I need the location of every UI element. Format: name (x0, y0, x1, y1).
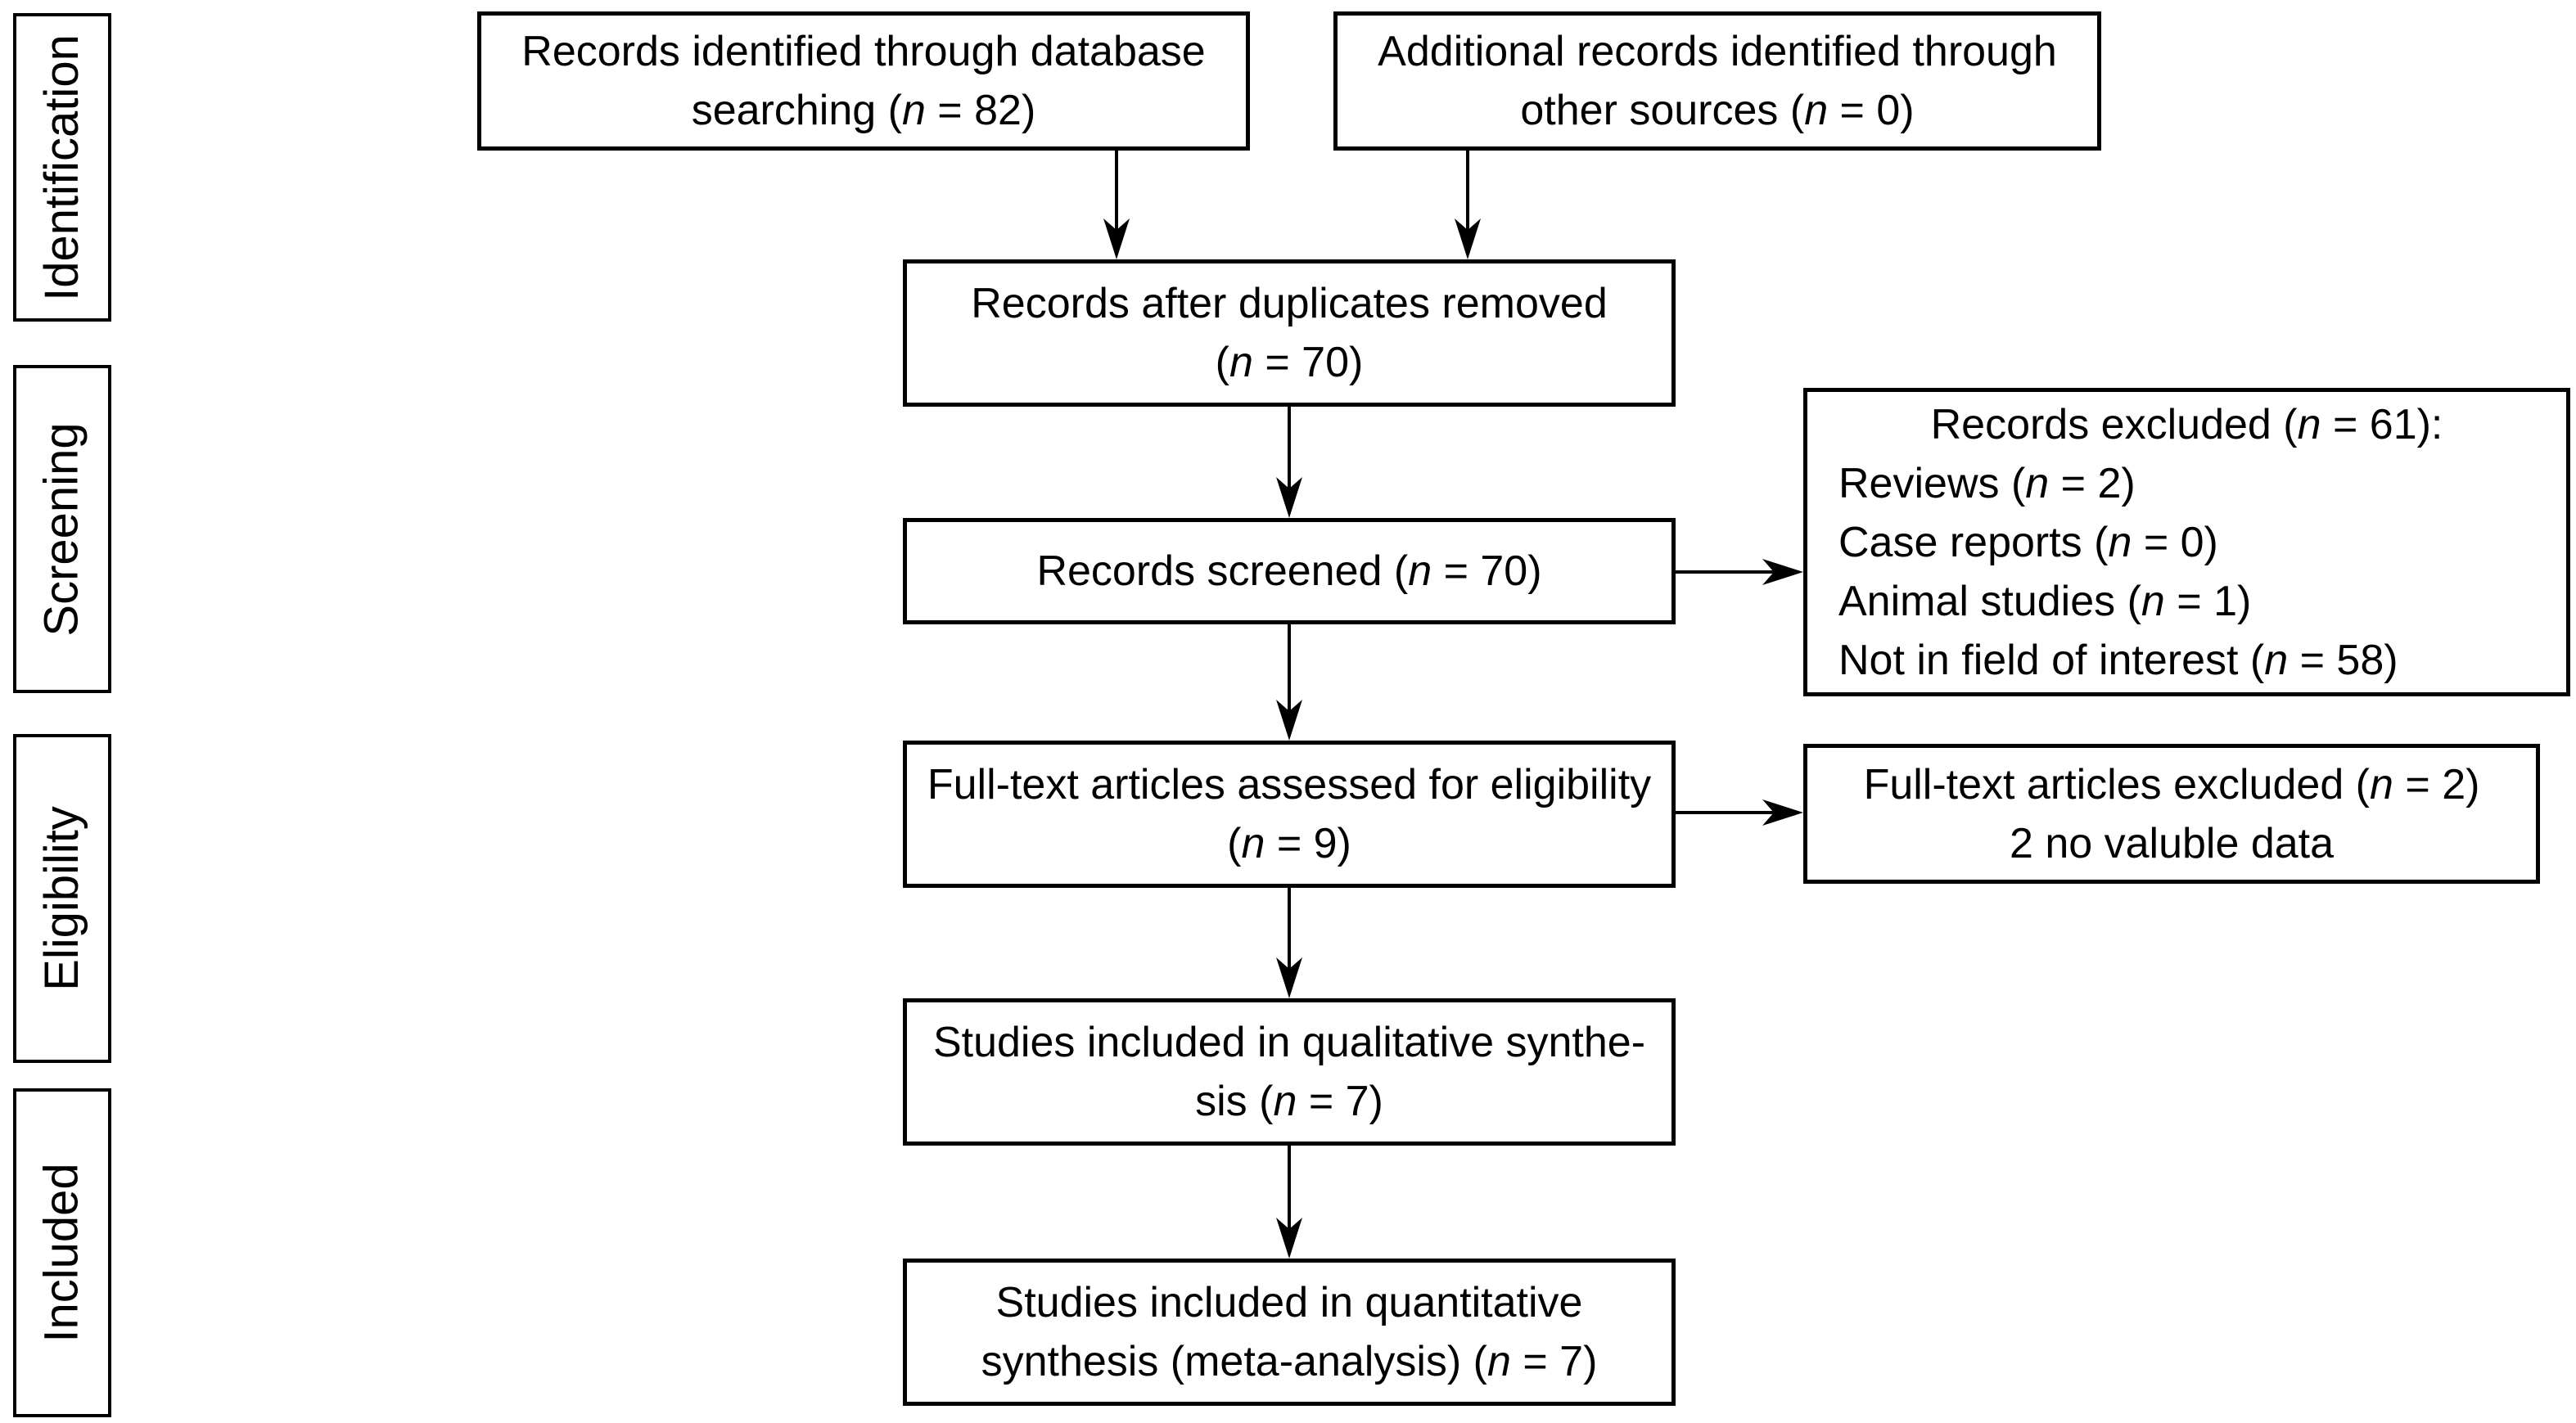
arrow-screened-to-assessed (1276, 624, 1302, 741)
stage-label-identification: Identification (35, 34, 88, 301)
arrow-additional-to-duplicates (1455, 151, 1481, 259)
box-fulltext-assessed: Full-text articles assessed for eligibil… (903, 741, 1676, 888)
arrow-qualitative-to-quantitative (1276, 1146, 1302, 1259)
stage-identification: Identification (13, 13, 111, 322)
box-records-screened: Records screened (n = 70) (903, 518, 1676, 624)
arrow-assessed-to-ft-excluded (1676, 799, 1803, 826)
arrow-duplicates-to-screened (1276, 407, 1302, 518)
box-records-excluded: Records excluded (n = 61):Reviews (n = 2… (1803, 388, 2570, 696)
stage-eligibility: Eligibility (13, 734, 111, 1063)
stage-label-screening: Screening (35, 421, 89, 637)
box-records-after-duplicates: Records after duplicates removed(n = 70) (903, 259, 1676, 407)
stage-screening: Screening (13, 365, 111, 693)
stage-label-eligibility: Eligibility (35, 806, 89, 991)
arrow-identified-to-duplicates (1103, 151, 1130, 259)
arrow-assessed-to-qualitative (1276, 888, 1302, 998)
box-fulltext-excluded: Full-text articles excluded (n = 2)2 no … (1803, 744, 2540, 884)
arrow-screened-to-excluded (1676, 559, 1803, 585)
stage-included: Included (13, 1088, 111, 1417)
box-qualitative-synthesis: Studies included in qualitative synthe-s… (903, 998, 1676, 1146)
stage-label-included: Included (35, 1163, 89, 1343)
